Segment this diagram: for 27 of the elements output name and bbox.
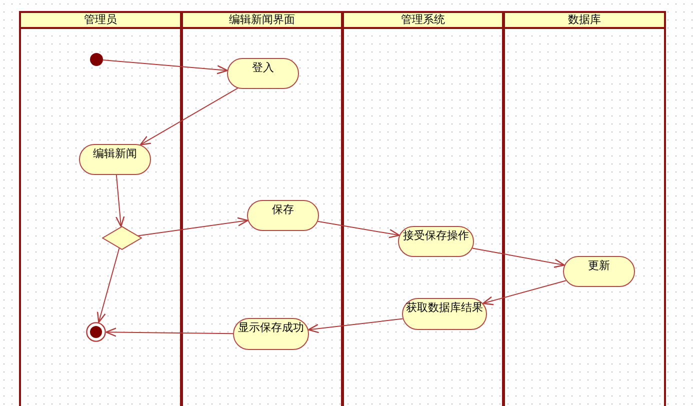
action-node: 获取数据库结果: [402, 298, 487, 330]
action-node: 编辑新闻: [79, 144, 151, 175]
action-node: 更新: [563, 256, 635, 287]
swimlane: [19, 11, 180, 406]
swimlane-header: 管理员: [21, 11, 180, 29]
flow-arrow: [96, 248, 120, 323]
swimlane-header: 数据库: [505, 11, 664, 29]
swimlane: [180, 11, 341, 406]
action-node: 保存: [247, 200, 319, 231]
flow-arrow: [138, 217, 248, 236]
decision-diamond: [102, 226, 142, 250]
swimlane: [341, 11, 502, 406]
flow-arrow: [308, 318, 404, 334]
flow-arrow: [116, 174, 125, 228]
action-node: 接受保存操作: [398, 226, 474, 257]
action-node: 登入: [227, 58, 299, 89]
flow-arrow: [105, 328, 234, 337]
swimlane: [502, 11, 666, 406]
swimlane-header: 编辑新闻界面: [183, 11, 341, 29]
end-bullseye: [86, 322, 106, 342]
flow-arrow: [102, 60, 228, 74]
swimlane-header: 管理系统: [344, 11, 502, 29]
flow-arrow: [472, 248, 565, 268]
flow-arrow: [140, 88, 238, 146]
flow-arrow: [482, 280, 566, 306]
flow-arrow: [317, 220, 400, 238]
action-node: 显示保存成功: [233, 318, 309, 350]
